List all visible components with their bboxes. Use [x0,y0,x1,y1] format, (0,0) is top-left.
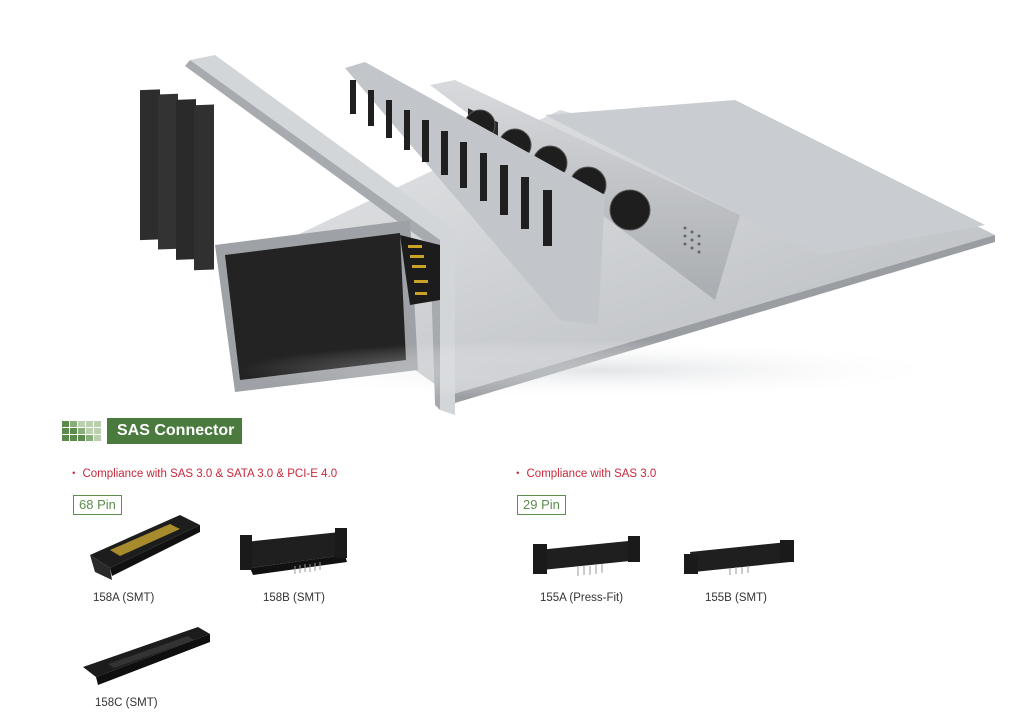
section-header: SAS Connector [62,418,243,444]
connector-158c-image [83,627,210,685]
part-label-158a: 158A (SMT) [93,592,155,604]
grid-logo-icon [62,421,101,441]
server-chassis-illustration [140,55,995,415]
section-title: SAS Connector [107,418,243,444]
backplane-connectors [350,80,552,246]
connector-155b-image [684,540,794,575]
part-label-158c: 158C (SMT) [95,697,158,709]
compliance-right-text: Compliance with SAS 3.0 [526,468,657,480]
compliance-right: ・Compliance with SAS 3.0 [512,468,657,480]
connector-155a-image [533,536,640,576]
drive-pcb [400,235,440,305]
connector-158b-image [240,528,347,575]
pin-count-68: 68 Pin [73,495,122,515]
compliance-left-text: Compliance with SAS 3.0 & SATA 3.0 & PCI… [82,468,338,480]
part-label-158b: 158B (SMT) [263,592,325,604]
connector-158a-image [90,515,200,580]
drive-stack [140,89,214,271]
compliance-left: ・Compliance with SAS 3.0 & SATA 3.0 & PC… [68,468,338,480]
pin-count-29: 29 Pin [517,495,566,515]
part-label-155a: 155A (Press-Fit) [540,592,624,604]
part-label-155b: 155B (SMT) [705,592,767,604]
